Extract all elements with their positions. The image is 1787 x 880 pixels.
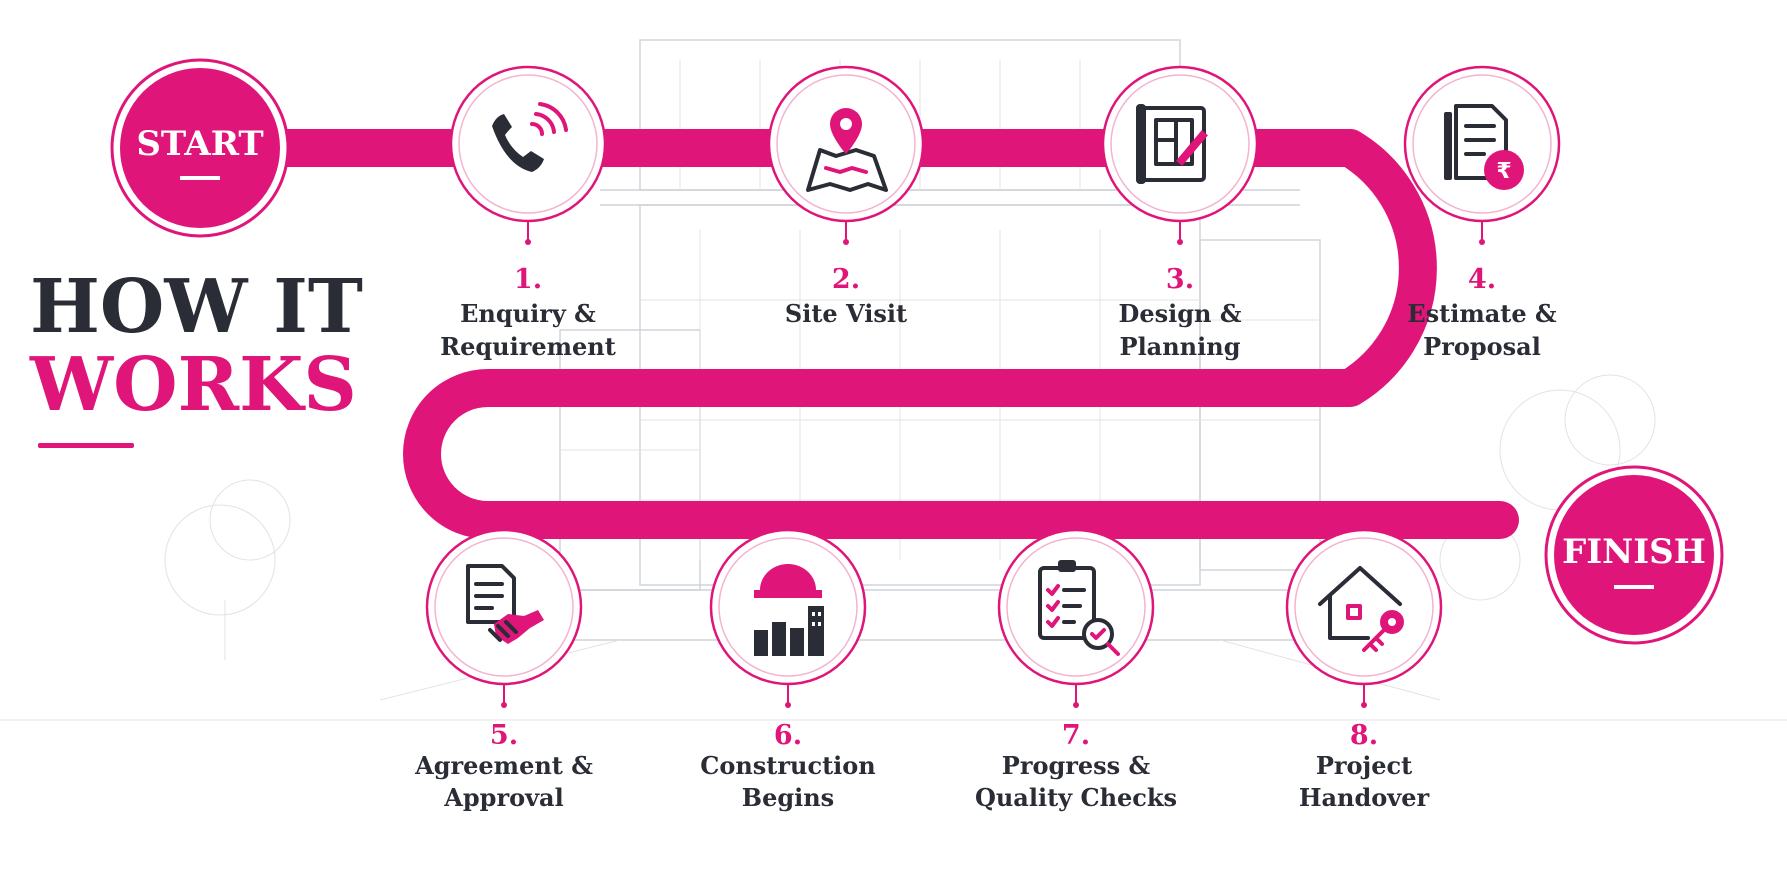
step-1-label-line-1: Enquiry & xyxy=(460,299,596,328)
title-block: HOW IT WORKS xyxy=(29,264,363,448)
step-4-label-line-1: Estimate & xyxy=(1407,299,1557,328)
step-1-label-line-2: Requirement xyxy=(440,332,616,361)
agreement-handshake-icon xyxy=(466,564,544,644)
step-5: 5. Agreement & Approval xyxy=(414,528,593,812)
finish-underline xyxy=(1614,585,1654,589)
finish-node: FINISH xyxy=(1544,465,1724,645)
house-key-icon xyxy=(1318,566,1404,652)
step-4: ₹ 4. Estimate & Proposal xyxy=(1403,65,1561,361)
step-8-label-line-1: Project xyxy=(1316,751,1412,780)
step-6-number: 6. xyxy=(774,720,802,751)
finish-label: FINISH xyxy=(1562,532,1706,572)
start-label: START xyxy=(136,124,263,164)
proposal-document-icon: ₹ xyxy=(1444,104,1524,190)
svg-text:₹: ₹ xyxy=(1496,159,1511,184)
process-path xyxy=(181,129,1519,539)
step-8-number: 8. xyxy=(1350,720,1378,751)
step-1-number: 1. xyxy=(514,264,542,295)
step-3: 3. Design & Planning xyxy=(1101,65,1259,361)
blueprint-icon xyxy=(1136,104,1208,184)
step-4-label-line-2: Proposal xyxy=(1423,332,1541,361)
map-pin-icon xyxy=(806,108,888,192)
step-5-label-line-2: Approval xyxy=(443,783,563,812)
step-2-label-line-1: Site Visit xyxy=(785,299,907,328)
step-7: 7. Progress & Quality Checks xyxy=(975,528,1177,812)
step-4-number: 4. xyxy=(1468,264,1496,295)
step-1: 1. Enquiry & Requirement xyxy=(440,65,616,361)
step-5-number: 5. xyxy=(490,720,518,751)
step-8: 8. Project Handover xyxy=(1285,528,1443,812)
step-2: 2. Site Visit xyxy=(767,65,925,328)
start-node: START xyxy=(110,58,290,238)
phone-icon xyxy=(492,102,568,172)
hardhat-buildings-icon xyxy=(754,564,824,656)
checklist-icon xyxy=(1038,560,1120,656)
start-underline xyxy=(180,176,220,180)
step-6: 6. Construction Begins xyxy=(700,528,876,812)
step-3-label-line-2: Planning xyxy=(1120,332,1241,361)
step-2-number: 2. xyxy=(832,264,860,295)
step-8-label-line-2: Handover xyxy=(1299,783,1430,812)
title-underline xyxy=(38,443,134,448)
step-3-label-line-1: Design & xyxy=(1119,299,1242,328)
step-7-label-line-1: Progress & xyxy=(1002,751,1151,780)
step-7-label-line-2: Quality Checks xyxy=(975,783,1177,812)
title-line-1: HOW IT xyxy=(30,264,363,350)
step-7-number: 7. xyxy=(1062,720,1090,751)
step-6-label-line-2: Begins xyxy=(742,783,834,812)
title-line-2: WORKS xyxy=(29,342,357,428)
step-5-label-line-1: Agreement & xyxy=(414,751,593,780)
step-3-number: 3. xyxy=(1166,264,1194,295)
step-6-label-line-1: Construction xyxy=(700,751,876,780)
